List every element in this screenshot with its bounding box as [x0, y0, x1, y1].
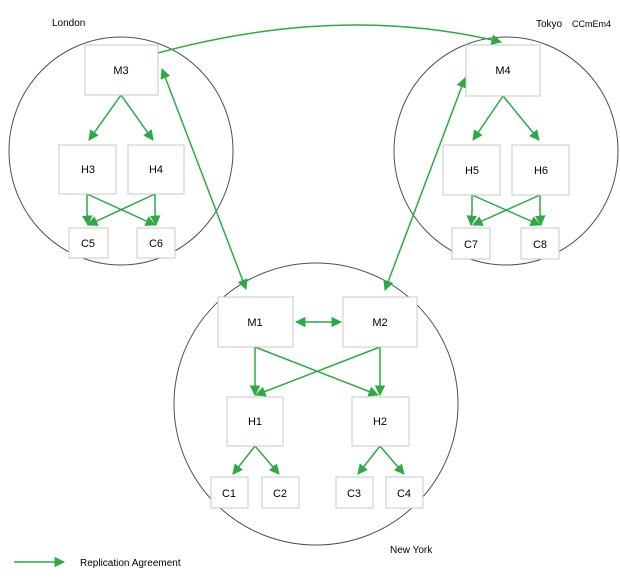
node-h3: H3	[58, 144, 117, 195]
arrow-m2-h1	[255, 346, 381, 397]
arrow-h6-c8	[535, 195, 546, 227]
node-label-c8: C8	[533, 239, 547, 251]
site-label-london: London	[52, 18, 85, 29]
node-label-c6: C6	[149, 238, 163, 250]
arrow-h4-c6	[150, 194, 161, 227]
node-label-c4: C4	[397, 488, 411, 500]
legend: Replication Agreement	[14, 556, 181, 569]
arrow-m4-h5	[472, 95, 504, 141]
node-label-h4: H4	[149, 164, 163, 176]
node-h1: H1	[226, 396, 284, 447]
node-h6: H6	[511, 144, 570, 196]
node-label-m1: M1	[247, 317, 262, 329]
site-label-new-york: New York	[390, 545, 433, 556]
node-label-m2: M2	[372, 317, 387, 329]
node-label-c1: C1	[222, 488, 236, 500]
replication-arrows	[82, 24, 546, 475]
node-label-h6: H6	[534, 165, 548, 177]
arrow-h2-c4	[379, 445, 405, 475]
node-c6: C6	[136, 227, 176, 259]
node-label-h3: H3	[81, 164, 95, 176]
arrow-m3-m1	[160, 68, 248, 290]
node-c8: C8	[520, 227, 560, 260]
arrow-h6-c7	[472, 194, 541, 226]
node-c3: C3	[335, 476, 374, 509]
arrow-h2-c3	[357, 445, 381, 475]
arrow-m3-h3	[88, 94, 122, 141]
node-label-m3: M3	[113, 65, 128, 77]
site-label-tokyo: Tokyo	[536, 19, 563, 30]
legend-label: Replication Agreement	[80, 558, 181, 569]
new-york-site-boundary	[173, 262, 459, 546]
node-label-h1: H1	[248, 416, 262, 428]
node-label-c2: C2	[273, 488, 287, 500]
node-label-h5: H5	[465, 165, 479, 177]
node-m3: M3	[84, 44, 159, 96]
node-h5: H5	[442, 144, 501, 196]
arrow-h1-c1	[232, 445, 256, 475]
node-label-m4: M4	[495, 65, 510, 77]
node-c7: C7	[451, 227, 491, 260]
node-c1: C1	[210, 476, 249, 509]
node-h4: H4	[127, 144, 185, 195]
arrow-h3-c5	[82, 194, 93, 227]
node-label-c7: C7	[464, 239, 478, 251]
site-label-tokyo-overlap: CCmEm4	[572, 19, 611, 29]
node-c2: C2	[261, 476, 300, 509]
node-label-c3: C3	[347, 488, 361, 500]
node-h2: H2	[351, 396, 410, 447]
node-m2: M2	[342, 296, 418, 348]
node-label-c5: C5	[81, 238, 95, 250]
node-m4: M4	[465, 44, 541, 97]
arrow-m4-h6	[502, 95, 540, 141]
arrow-m3-m4	[107, 24, 503, 71]
node-c5: C5	[68, 227, 109, 259]
arrow-h5-c7	[466, 195, 477, 227]
arrow-h4-c5	[87, 193, 156, 226]
node-m1: M1	[217, 296, 294, 348]
arrow-m4-m2	[383, 77, 467, 291]
arrow-m3-h4	[120, 94, 154, 141]
node-label-h2: H2	[373, 416, 387, 428]
arrow-h1-c2	[254, 445, 280, 475]
node-c4: C4	[385, 476, 424, 509]
